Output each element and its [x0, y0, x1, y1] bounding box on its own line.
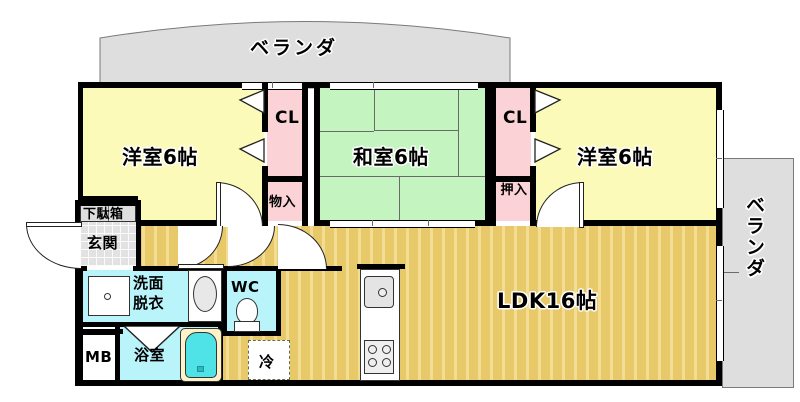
wall-left-room-bottom-a: [78, 200, 140, 206]
closet-fill-left-cl: [267, 86, 303, 178]
washroom-door-leaf: [178, 264, 224, 269]
tatami-seam: [399, 176, 400, 221]
window-washitsu-bottom: [330, 220, 475, 228]
closet-left-slide-arrow-lower: [238, 138, 265, 164]
wall-mb-top: [78, 329, 123, 334]
mb-label: MB: [85, 348, 113, 366]
wall-left-upper: [78, 82, 83, 204]
bedroom-left-door-leaf: [216, 182, 221, 228]
toilet-tank-icon: [234, 321, 260, 332]
vanity-basin-icon: [193, 276, 217, 312]
wall-right-cl-right-a: [530, 82, 536, 132]
bathroom-folding-door: [124, 326, 180, 353]
window-ldk-right: [716, 246, 724, 361]
stove-burner-icon: [368, 345, 377, 354]
refrigerator-slot-icon: [248, 340, 290, 380]
stove-burner-icon: [382, 358, 391, 367]
wall-wc-left: [222, 266, 227, 336]
right-veranda-label: ベランダ: [743, 195, 765, 279]
washroom-label-line2: 脱衣: [133, 294, 165, 312]
bathroom-label: 浴室: [134, 346, 166, 364]
wall-cl-left-b: [262, 166, 268, 178]
wall-washitsu-right: [485, 82, 491, 226]
veranda-divider: [723, 272, 739, 273]
refrigerator-label: 冷: [259, 353, 275, 371]
window-right-room: [716, 110, 724, 208]
bedroom-right-door-leaf: [579, 182, 584, 228]
tatami-seam: [458, 86, 459, 176]
window-mullion: [373, 82, 374, 88]
getabako-label: 下駄箱: [83, 207, 124, 222]
window-mullion: [428, 220, 429, 226]
closet-right-slide-arrow-lower: [534, 138, 562, 164]
wall-cl-left-a: [262, 82, 268, 132]
kitchen-wall: [357, 264, 405, 269]
wall-right-cl-right-b: [530, 166, 536, 226]
wall-mb-right: [115, 322, 120, 386]
cl-left-text: CL: [275, 108, 300, 128]
wall-genkan-right: [136, 200, 141, 270]
washroom-label-line1: 洗面: [133, 274, 165, 292]
kitchen-stove-icon: [364, 340, 394, 374]
wall-wc-bottom: [222, 331, 281, 336]
wall-right-cl-left: [490, 82, 496, 178]
closet-left-slide-arrow-upper: [238, 89, 265, 115]
room-label-yoshitsu-left: 洋室6帖: [122, 145, 198, 169]
wall-bottom: [75, 380, 722, 386]
entrance-door-leaf: [26, 222, 82, 227]
wall-bath-top: [119, 322, 223, 327]
closet-label-monoire: 物入: [269, 195, 297, 210]
wall-right-cl-split: [490, 176, 536, 182]
window-mullion: [716, 300, 722, 301]
bathtub-drain-icon: [197, 366, 204, 372]
tatami-seam: [374, 86, 375, 131]
closet-label-left-cl: CL: [275, 108, 300, 128]
top-veranda-shape: [99, 21, 511, 89]
entrance-door-arc: [26, 224, 81, 269]
stove-burner-icon: [382, 345, 391, 354]
right-veranda-shape: [722, 158, 794, 388]
window-mullion: [272, 82, 273, 88]
wall-left-room-bottom-b: [136, 220, 266, 226]
wall-wc-right: [276, 266, 281, 336]
closet-fill-right-cl: [495, 86, 531, 178]
wall-monoire-left: [262, 176, 268, 226]
wall-washroom-bottom: [78, 322, 123, 327]
closet-fill-monoire: [267, 182, 303, 221]
wc-label: WC: [231, 278, 260, 296]
getabako-divider: [108, 201, 109, 221]
closet-right-slide-arrow-upper: [534, 89, 562, 115]
wall-getabako-top: [78, 196, 138, 201]
closet-fill-oshiire: [495, 182, 531, 221]
tatami-seam: [320, 176, 485, 177]
wall-right-room-bottom: [530, 220, 718, 226]
stove-burner-icon: [368, 358, 377, 367]
washbasin-drain-icon: [104, 293, 111, 300]
tatami-seam: [374, 130, 458, 131]
kitchen-faucet-icon: [378, 288, 387, 297]
closet-label-right-cl: CL: [503, 108, 528, 128]
wall-oshiire-left: [490, 176, 496, 226]
wall-washitsu-left: [314, 82, 320, 226]
wall-left-lower: [75, 266, 80, 386]
genkan-fill: [80, 222, 138, 266]
window-mullion: [716, 158, 722, 159]
tatami-seam: [320, 131, 374, 132]
wall-cl-monoire-split: [262, 176, 308, 182]
room-label-yoshitsu-right: 洋室6帖: [577, 145, 653, 169]
wall-cl-right: [302, 82, 308, 226]
window-top-left: [242, 82, 304, 90]
top-veranda-label: ベランダ: [250, 37, 339, 59]
room-fill-washitsu: [320, 86, 485, 221]
room-label-ldk: LDK16帖: [497, 289, 598, 313]
closet-label-oshiire: 押入: [500, 183, 528, 198]
window-top-center: [330, 82, 478, 90]
window-mullion: [372, 220, 373, 226]
room-label-washitsu: 和室6帖: [353, 145, 429, 169]
genkan-label: 玄関: [87, 234, 119, 252]
cl-right-text: CL: [503, 108, 528, 128]
